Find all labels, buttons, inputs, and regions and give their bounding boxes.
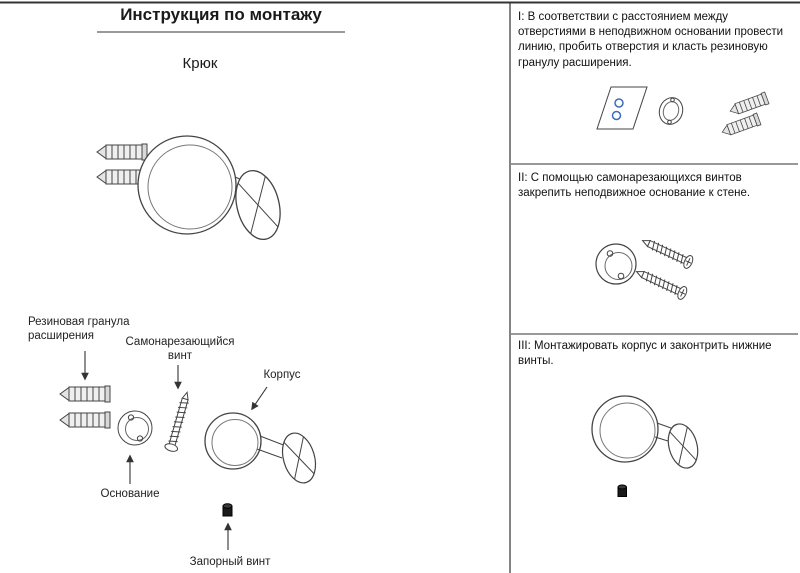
- step2-diagram: [595, 233, 696, 302]
- product-name: Крюк: [182, 55, 218, 72]
- step-1-text: I: В соответствии с расстоянием между от…: [518, 11, 784, 69]
- callout-arrows: [81, 351, 268, 550]
- label-rubber-anchor: Резиновая гранула расширения: [28, 316, 130, 343]
- step3-diagram: [591, 395, 699, 497]
- label-self-tapping-screw: Самонарезающийся винт: [125, 336, 235, 363]
- step-2-text: II: С помощью самонарезающихся винтов за…: [518, 172, 751, 200]
- lock-screw-drawing: [222, 503, 233, 517]
- exploded-view-drawing: [59, 385, 317, 517]
- page-title: Инструкция по монтажу: [120, 5, 322, 24]
- label-lock-screw: Запорный винт: [189, 556, 271, 568]
- step-3-text: III: Монтажировать корпус и законтрить н…: [518, 340, 772, 368]
- assembled-hook-drawing: [96, 135, 281, 240]
- lock-screw-drawing-step3: [617, 484, 627, 497]
- label-body: Корпус: [263, 369, 301, 381]
- step1-diagram: [596, 86, 770, 139]
- label-base: Основание: [100, 488, 160, 500]
